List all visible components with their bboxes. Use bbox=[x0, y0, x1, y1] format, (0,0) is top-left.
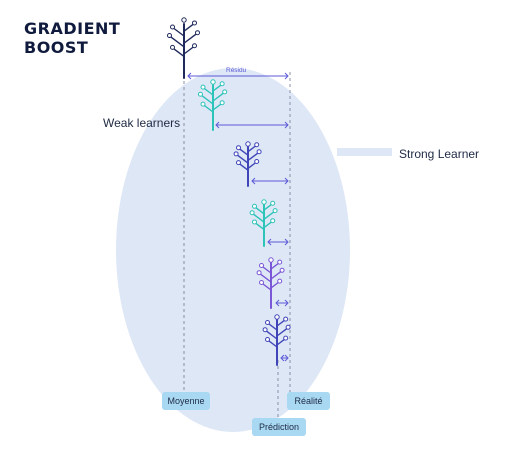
double-arrow-icon bbox=[267, 238, 289, 246]
strong-learner-bar bbox=[337, 148, 392, 156]
title-line-1: GRADIENT bbox=[24, 19, 121, 38]
realite-pill: Réalité bbox=[287, 392, 330, 410]
prediction-pill: Prédiction bbox=[252, 418, 306, 436]
moyenne-pill: Moyenne bbox=[162, 392, 210, 410]
tree-icon bbox=[167, 17, 200, 79]
tree-icon bbox=[197, 79, 228, 131]
residu-label: Résidu bbox=[226, 67, 247, 74]
double-arrow-icon bbox=[275, 299, 289, 307]
double-arrow-icon bbox=[251, 177, 289, 185]
strong-learner-label: Strong Learner bbox=[399, 147, 480, 161]
title-line-2: BOOST bbox=[24, 38, 89, 57]
tree-icon bbox=[233, 141, 262, 187]
tree-icon bbox=[249, 199, 278, 247]
weak-learners-label: Weak learners bbox=[103, 116, 181, 130]
weak-learner-trees bbox=[167, 17, 291, 366]
tree-icon bbox=[256, 257, 285, 309]
residual-arrows bbox=[187, 72, 289, 362]
double-arrow-icon bbox=[215, 121, 289, 129]
tree-icon bbox=[262, 314, 291, 366]
double-arrow-icon bbox=[280, 354, 289, 362]
double-arrow-icon bbox=[187, 72, 289, 80]
strong-learner-ellipse bbox=[116, 68, 350, 432]
